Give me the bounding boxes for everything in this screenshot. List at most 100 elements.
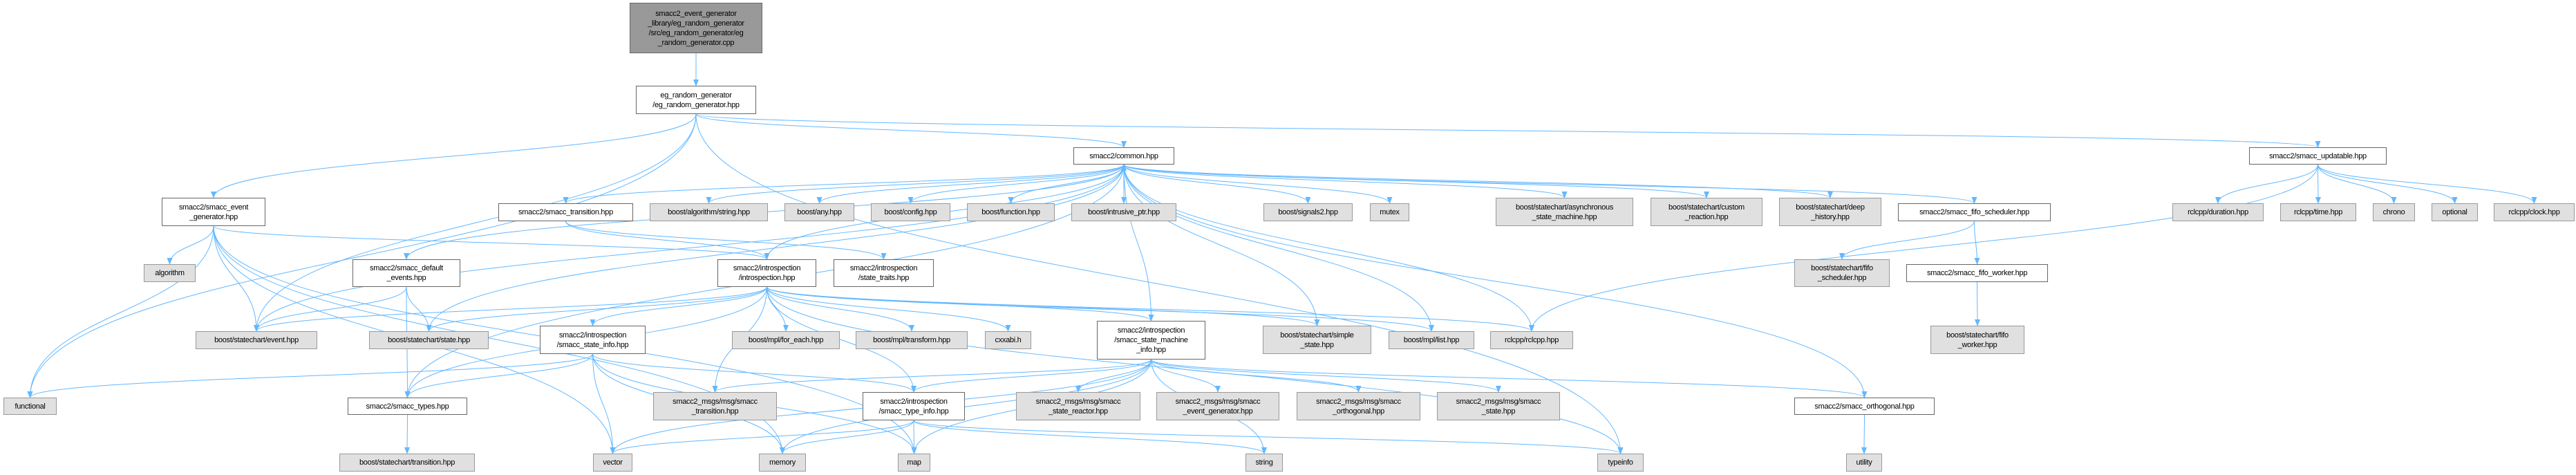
graph-node-orth[interactable]: smacc2/smacc_orthogonal.hpp [1794, 398, 1935, 415]
edge-evgen-to-intro [213, 225, 770, 260]
edge-common-to-custom [1123, 164, 1709, 198]
graph-node-memory: memory [759, 454, 806, 472]
graph-node-algstr: boost/algorithm/string.hpp [650, 203, 768, 221]
graph-node-typeinfohpp[interactable]: smacc2/introspection /smacc_type_info.hp… [863, 392, 965, 420]
edge-common-to-fifosched [1123, 164, 1977, 204]
edge-defev-to-state [406, 286, 432, 332]
graph-node-state: boost/statechart/state.hpp [369, 331, 489, 349]
graph-node-intrusive: boost/intrusive_ptr.hpp [1071, 203, 1176, 221]
edge-common-to-mutex [1123, 164, 1393, 204]
graph-node-fifosched[interactable]: smacc2/smacc_fifo_scheduler.hpp [1898, 203, 2051, 221]
edge-common-to-async [1123, 164, 1568, 198]
edge-updatable-to-clock [2318, 164, 2537, 204]
edge-updatable-to-optional [2318, 164, 2458, 204]
graph-node-bfifosched: boost/statechart/fifo _scheduler.hpp [1794, 259, 1890, 287]
graph-node-signals2: boost/signals2.hpp [1263, 203, 1353, 221]
edge-updatable-to-chrono [2318, 164, 2397, 204]
graph-node-smi[interactable]: smacc2/introspection /smacc_state_machin… [1097, 321, 1205, 360]
graph-node-functional: functional [3, 398, 57, 415]
graph-node-evgen[interactable]: smacc2/smacc_event _generator.hpp [162, 198, 265, 226]
edge-intro-to-stateinfo [590, 286, 767, 326]
graph-node-intro[interactable]: smacc2/introspection /introspection.hpp [717, 259, 816, 287]
edge-fifosched-to-fifoworker [1974, 221, 1980, 265]
graph-node-duration: rclcpp/duration.hpp [2172, 203, 2264, 221]
edge-typeinfohpp-to-typeinfo [913, 420, 1624, 454]
graph-node-fifoworker[interactable]: smacc2/smacc_fifo_worker.hpp [1906, 264, 2048, 282]
edge-intro-to-rclcpp [767, 286, 1534, 332]
edge-typeinfohpp-to-memory [780, 420, 914, 454]
edge-evgen-to-event [213, 225, 259, 332]
edge-updatable-to-duration [2215, 164, 2318, 204]
edge-stateinfo-to-functional [27, 353, 593, 398]
graph-node-utility: utility [1846, 454, 1882, 472]
graph-node-msgreactor: smacc2_msgs/msg/smacc _state_reactor.hpp [1016, 392, 1140, 420]
edge-intro-to-simple [767, 286, 1320, 326]
graph-node-msgtrans: smacc2_msgs/msg/smacc _transition.hpp [653, 392, 777, 420]
edge-intro-to-state [426, 286, 767, 332]
graph-node-root[interactable]: smacc2_event_generator _library/eg_rando… [630, 3, 762, 53]
edge-stateinfo-to-vector [592, 353, 616, 454]
graph-node-defev[interactable]: smacc2/smacc_default _events.hpp [352, 259, 460, 287]
edge-fifoworker-to-bfifoworker [1974, 281, 1980, 326]
graph-node-transform: boost/mpl/transform.hpp [856, 331, 968, 349]
edge-stateinfo-to-typeinfohpp [592, 353, 916, 393]
graph-node-mpllist: boost/mpl/list.hpp [1389, 331, 1474, 349]
edge-fifosched-to-bfifosched [1839, 221, 1975, 260]
graph-node-map: map [898, 454, 930, 472]
edge-common-to-deep [1123, 164, 1833, 198]
edge-smi-to-orth [1151, 359, 1868, 398]
edge-intro-to-event [254, 286, 767, 332]
graph-node-time: rclcpp/time.hpp [2280, 203, 2356, 221]
graph-node-vector: vector [593, 454, 632, 472]
graph-node-types[interactable]: smacc2/smacc_types.hpp [348, 398, 467, 415]
edge-common-to-function [1008, 164, 1125, 204]
graph-node-async: boost/statechart/asynchronous _state_mac… [1496, 198, 1633, 226]
graph-node-algorithm: algorithm [144, 264, 196, 282]
edge-orth-to-utility [1861, 414, 1868, 454]
edge-common-to-trans [563, 164, 1125, 204]
edge-eg-to-event [254, 113, 697, 332]
graph-node-msgstate: smacc2_msgs/msg/smacc _state.hpp [1437, 392, 1560, 420]
graph-node-eg[interactable]: eg_random_generator /eg_random_generator… [636, 86, 756, 114]
edge-eg-to-common [695, 113, 1127, 148]
graph-node-event: boost/statechart/event.hpp [196, 331, 317, 349]
edge-smi-to-typeinfohpp [911, 359, 1151, 393]
edge-eg-to-updatable [695, 113, 2320, 148]
edge-common-to-rclcpp [1123, 164, 1534, 332]
graph-node-typeinfo: typeinfo [1597, 454, 1644, 472]
edge-updatable-to-rclcpp [1529, 164, 2318, 332]
graph-node-msgorth: smacc2_msgs/msg/smacc _orthogonal.hpp [1297, 392, 1420, 420]
graph-node-mutex: mutex [1370, 203, 1409, 221]
edge-stateinfo-to-types [404, 353, 593, 398]
edge-smi-to-msgstate [1151, 359, 1501, 393]
edge-smi-to-msgevgen [1151, 359, 1221, 393]
edge-common-to-algstr [706, 164, 1125, 204]
edge-intro-to-foreach [767, 286, 789, 332]
graph-node-bfifoworker: boost/statechart/fifo _worker.hpp [1930, 326, 2024, 354]
edge-types-to-btransition [404, 414, 411, 454]
graph-node-clock: rclcpp/clock.hpp [2494, 203, 2575, 221]
edge-smi-to-common [1121, 164, 1151, 322]
edge-evgen-to-algorithm [167, 225, 214, 265]
graph-node-stateinfo[interactable]: smacc2/introspection /smacc_state_info.h… [540, 326, 646, 354]
edge-defev-to-event [254, 286, 407, 332]
edge-intro-to-cxxabi [767, 286, 1011, 332]
graph-node-traits[interactable]: smacc2/introspection /state_traits.hpp [834, 259, 934, 287]
edge-eg-to-typeinfo [695, 113, 1624, 454]
edge-eg-to-evgen [211, 113, 697, 198]
graph-node-simple: boost/statechart/simple _state.hpp [1263, 326, 1371, 354]
graph-node-deep: boost/statechart/deep _history.hpp [1779, 198, 1881, 226]
edge-smi-to-msgtrans [712, 359, 1151, 393]
graph-node-trans[interactable]: smacc2/smacc_transition.hpp [498, 203, 633, 221]
edge-updatable-to-time [2315, 164, 2321, 204]
edge-smi-to-msgorth [1151, 359, 1362, 393]
graph-node-config: boost/config.hpp [871, 203, 950, 221]
graph-node-optional: optional [2432, 203, 2478, 221]
graph-node-common[interactable]: smacc2/common.hpp [1073, 147, 1174, 165]
edge-intro-to-mpllist [767, 286, 1434, 332]
edge-intro-to-typeinfohpp [767, 286, 916, 393]
graph-node-any: boost/any.hpp [784, 203, 854, 221]
graph-node-updatable[interactable]: smacc2/smacc_updatable.hpp [2249, 147, 2387, 165]
edge-common-to-event [254, 164, 1125, 332]
